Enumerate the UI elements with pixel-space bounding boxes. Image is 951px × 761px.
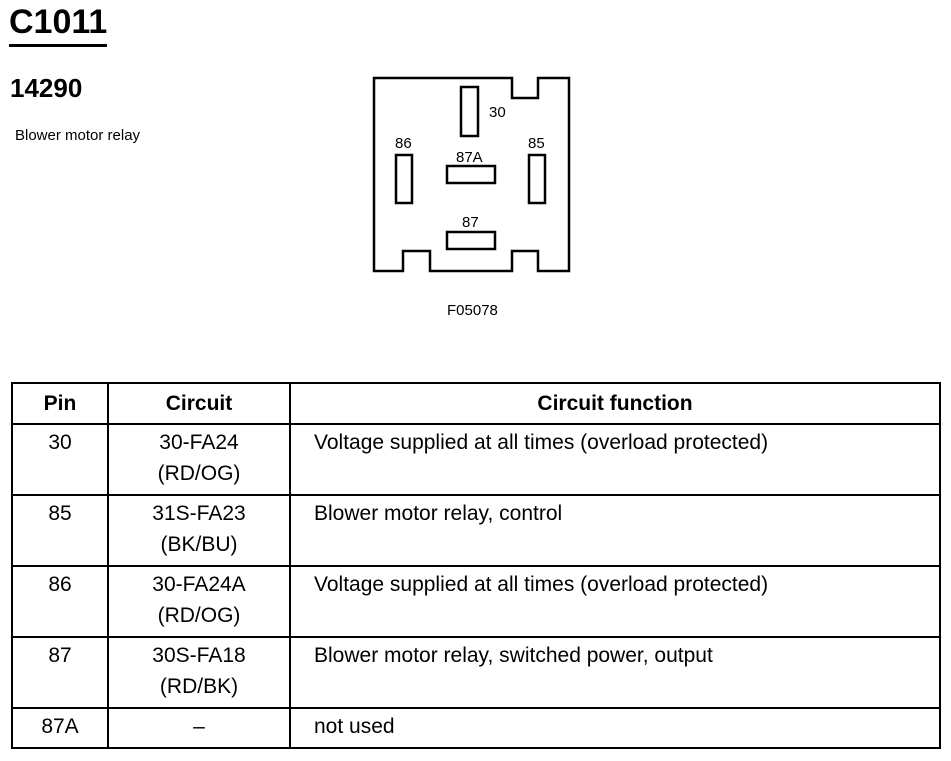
relay-connector-diagram: 30 86 87A 85 87	[372, 76, 571, 273]
cell-circuit: 30-FA24A (RD/OG)	[107, 565, 291, 638]
cell-function: Blower motor relay, control	[289, 494, 941, 567]
component-description: Blower motor relay	[15, 127, 141, 144]
cell-pin: 30	[11, 423, 109, 496]
terminal-87a	[445, 164, 497, 185]
cell-pin: 86	[11, 565, 109, 638]
terminal-86	[394, 153, 414, 205]
header-pin: Pin	[11, 382, 109, 425]
header-circuit-function: Circuit function	[289, 382, 941, 425]
cell-circuit: –	[107, 707, 291, 749]
pin-label-85: 85	[528, 135, 545, 152]
table-row: 86 30-FA24A (RD/OG) Voltage supplied at …	[11, 565, 941, 638]
cell-circuit: 30S-FA18 (RD/BK)	[107, 636, 291, 709]
cell-pin: 87A	[11, 707, 109, 749]
cell-function: not used	[289, 707, 941, 749]
figure-id: F05078	[447, 302, 498, 319]
pin-label-30: 30	[489, 104, 506, 121]
cell-circuit: 31S-FA23 (BK/BU)	[107, 494, 291, 567]
circuit-code: 31S-FA23	[152, 502, 246, 525]
cell-function: Blower motor relay, switched power, outp…	[289, 636, 941, 709]
terminal-85	[527, 153, 547, 205]
cell-function: Voltage supplied at all times (overload …	[289, 423, 941, 496]
pin-label-87: 87	[462, 214, 479, 231]
circuit-code: –	[193, 715, 205, 738]
wire-color: (RD/BK)	[159, 675, 239, 698]
table-header-row: Pin Circuit Circuit function	[11, 382, 941, 425]
terminal-30	[459, 85, 480, 138]
part-number: 14290	[10, 73, 83, 103]
table-row: 30 30-FA24 (RD/OG) Voltage supplied at a…	[11, 423, 941, 496]
pin-label-87a: 87A	[456, 149, 483, 166]
cell-pin: 87	[11, 636, 109, 709]
circuit-code: 30S-FA18	[152, 644, 246, 667]
cell-pin: 85	[11, 494, 109, 567]
relay-housing	[372, 76, 571, 273]
table-row: 87 30S-FA18 (RD/BK) Blower motor relay, …	[11, 636, 941, 709]
circuit-code: 30-FA24A	[152, 573, 246, 596]
circuit-code: 30-FA24	[159, 431, 239, 454]
table-row: 85 31S-FA23 (BK/BU) Blower motor relay, …	[11, 494, 941, 567]
terminal-87	[445, 230, 497, 251]
connector-id: C1011	[9, 2, 108, 47]
cell-function: Voltage supplied at all times (overload …	[289, 565, 941, 638]
header-circuit: Circuit	[107, 382, 291, 425]
wire-color: (RD/OG)	[157, 604, 241, 627]
table-row: 87A – not used	[11, 707, 941, 749]
cell-circuit: 30-FA24 (RD/OG)	[107, 423, 291, 496]
pin-label-86: 86	[395, 135, 412, 152]
wire-color: (RD/OG)	[157, 462, 241, 485]
pin-table: Pin Circuit Circuit function 30 30-FA24 …	[11, 382, 941, 749]
wire-color: (BK/BU)	[160, 533, 238, 556]
